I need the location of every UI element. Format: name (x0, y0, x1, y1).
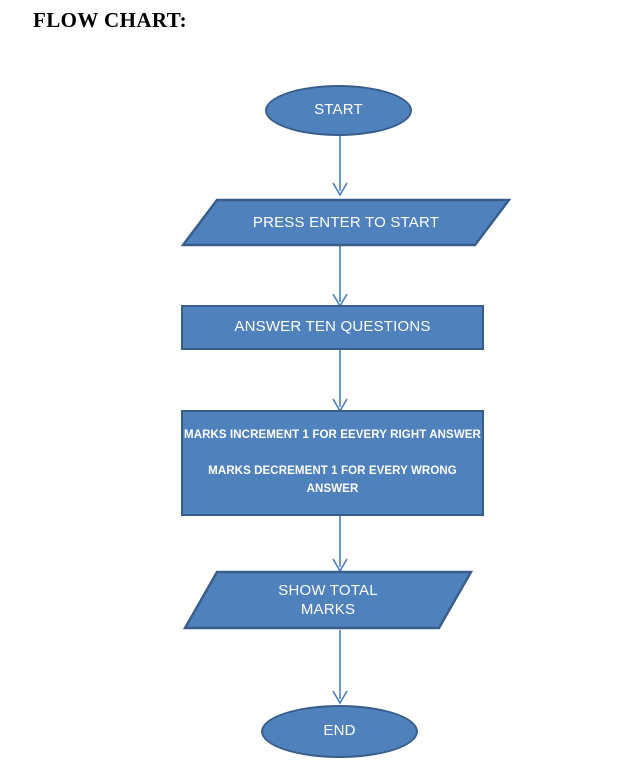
node-marks-rules-label: MARKS INCREMENT 1 FOR EEVERY RIGHT ANSWE… (184, 429, 481, 495)
page-title: FLOW CHART: (33, 8, 187, 32)
connector-show-total-to-end (327, 630, 353, 706)
node-show-total-marks[interactable]: SHOW TOTAL MARKS (183, 570, 473, 630)
node-start[interactable]: START (265, 85, 412, 136)
node-end[interactable]: END (261, 705, 418, 758)
node-answer-ten-questions[interactable]: ANSWER TEN QUESTIONS (181, 305, 484, 350)
node-press-enter-to-start[interactable]: PRESS ENTER TO START (181, 198, 511, 247)
node-start-label: START (314, 101, 363, 119)
connector-start-to-press-enter (327, 134, 353, 198)
parallelogram-shape (181, 198, 511, 247)
connector-press-enter-to-answer (327, 245, 353, 309)
node-answer-ten-questions-label: ANSWER TEN QUESTIONS (234, 318, 431, 336)
node-marks-rules[interactable]: MARKS INCREMENT 1 FOR EEVERY RIGHT ANSWE… (181, 410, 484, 516)
node-end-label: END (323, 722, 356, 740)
connector-answer-to-marks (327, 350, 353, 414)
parallelogram-shape (183, 570, 473, 630)
connector-marks-to-show-total (327, 516, 353, 574)
